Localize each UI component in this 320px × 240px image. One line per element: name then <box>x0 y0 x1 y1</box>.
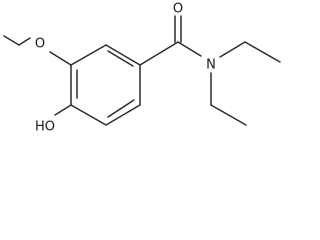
bond-ring-to-ether-oxygen <box>49 51 72 66</box>
bond-carbonyl-to-nitrogen <box>177 41 202 57</box>
ring-bond-4 <box>70 104 107 126</box>
molecule-structure: O HO O N <box>3 2 281 135</box>
amide-group: O N <box>139 2 281 126</box>
bond-ch2-to-ch3 <box>3 35 20 46</box>
bond-ring-to-carbonyl-carbon <box>139 41 179 66</box>
ethoxy-group: O <box>3 35 72 66</box>
hydroxyl-group: HO <box>35 104 72 135</box>
bond-lower-ethyl-terminal <box>210 104 247 126</box>
ring-bond-6 <box>70 44 107 66</box>
hydroxyl-label: HO <box>35 120 55 135</box>
bond-upper-ethyl-terminal <box>244 41 281 63</box>
bond-ring-to-hydroxyl <box>54 104 72 116</box>
bond-nitrogen-to-upper-ethyl <box>219 41 246 58</box>
ring-double-bond-1 <box>107 50 134 67</box>
ether-oxygen-label: O <box>35 37 45 52</box>
amide-nitrogen-label: N <box>206 58 216 73</box>
ring-double-bond-2 <box>107 99 135 118</box>
bond-ether-oxygen-to-ch2 <box>18 37 31 46</box>
carbonyl-oxygen-label: O <box>173 2 183 17</box>
benzene-ring <box>70 44 141 126</box>
ring-bond-1 <box>105 44 141 66</box>
ring-bond-3 <box>105 104 141 126</box>
